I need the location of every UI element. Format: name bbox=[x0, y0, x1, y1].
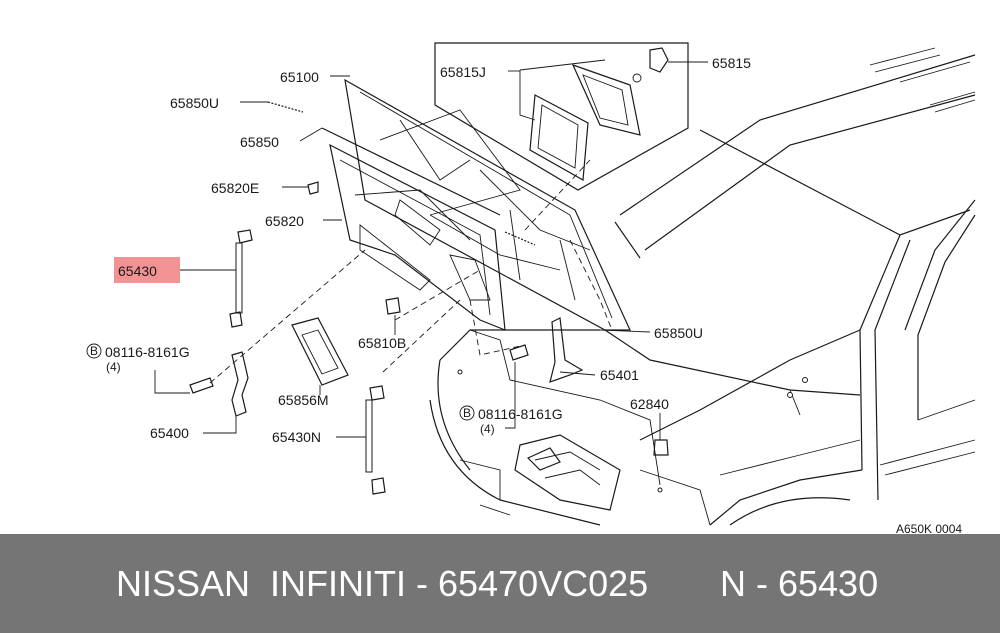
assembly-line bbox=[469, 299, 526, 356]
bolt-center bbox=[509, 344, 529, 361]
highlight-box bbox=[114, 257, 180, 283]
footer-part-ref: N - 65430 bbox=[720, 563, 879, 604]
bolt-ref-center: 08116-8161G bbox=[478, 406, 563, 422]
hood-seal-strip bbox=[321, 127, 501, 216]
label-65850: 65850 bbox=[240, 134, 279, 150]
vehicle-body-outline bbox=[429, 47, 976, 526]
label-65850u-right: 65850U bbox=[654, 325, 703, 341]
label-65820e: 65820E bbox=[211, 180, 259, 196]
label-65400: 65400 bbox=[150, 425, 189, 441]
hood-hinge-65400 bbox=[231, 351, 249, 417]
clip-65820e bbox=[307, 181, 319, 195]
bolt-marker-icon bbox=[86, 343, 102, 359]
assembly-line bbox=[394, 269, 481, 321]
label-65401: 65401 bbox=[600, 367, 639, 383]
hood-stay-65430n bbox=[365, 385, 386, 495]
assembly-line bbox=[524, 159, 591, 231]
clip-65810b bbox=[385, 297, 401, 315]
hood-assembly-diagram: 65100 65850U 65850 65820E 65820 65430 65… bbox=[86, 42, 976, 534]
bolt-marker-letter: B bbox=[463, 406, 471, 420]
label-65856m: 65856M bbox=[278, 392, 329, 408]
bolt-qty-center: (4) bbox=[480, 422, 495, 436]
label-65430: 65430 bbox=[118, 263, 157, 279]
assembly-line bbox=[209, 249, 366, 384]
label-65815j: 65815J bbox=[440, 64, 486, 80]
hood-panel bbox=[344, 78, 631, 331]
hood-lock-inset bbox=[434, 42, 689, 191]
diagram-code: A650K 0004 bbox=[896, 522, 962, 534]
label-65820: 65820 bbox=[265, 213, 304, 229]
label-65850u-top: 65850U bbox=[170, 95, 219, 111]
gasket-65856m bbox=[291, 317, 349, 386]
hood-seal-strip-upper bbox=[267, 101, 304, 113]
assembly-line bbox=[382, 299, 461, 373]
hood-stay-65430 bbox=[229, 229, 253, 328]
label-65815: 65815 bbox=[712, 55, 751, 71]
label-65430n: 65430N bbox=[272, 429, 321, 445]
hood-insulator bbox=[329, 143, 506, 331]
hood-seal-strip-right bbox=[504, 231, 536, 246]
bumper-62840 bbox=[653, 439, 669, 456]
footer-bar: NISSAN INFINITI - 65470VC025 N - 65430 bbox=[0, 534, 1000, 633]
hood-hinge-65401 bbox=[549, 317, 584, 383]
label-65100: 65100 bbox=[280, 69, 319, 85]
bolt-marker-letter: B bbox=[90, 344, 98, 358]
assembly-line bbox=[569, 239, 613, 331]
label-62840: 62840 bbox=[630, 396, 669, 412]
leader-lines bbox=[154, 61, 708, 440]
bolt-ref-left: 08116-8161G bbox=[105, 344, 190, 360]
bolt-qty-left: (4) bbox=[106, 360, 121, 374]
label-65810b: 65810B bbox=[358, 335, 406, 351]
bolt-marker-icon bbox=[459, 405, 475, 421]
bolt-left bbox=[189, 377, 214, 394]
footer-brand-part: NISSAN INFINITI - 65470VC025 bbox=[116, 563, 649, 604]
